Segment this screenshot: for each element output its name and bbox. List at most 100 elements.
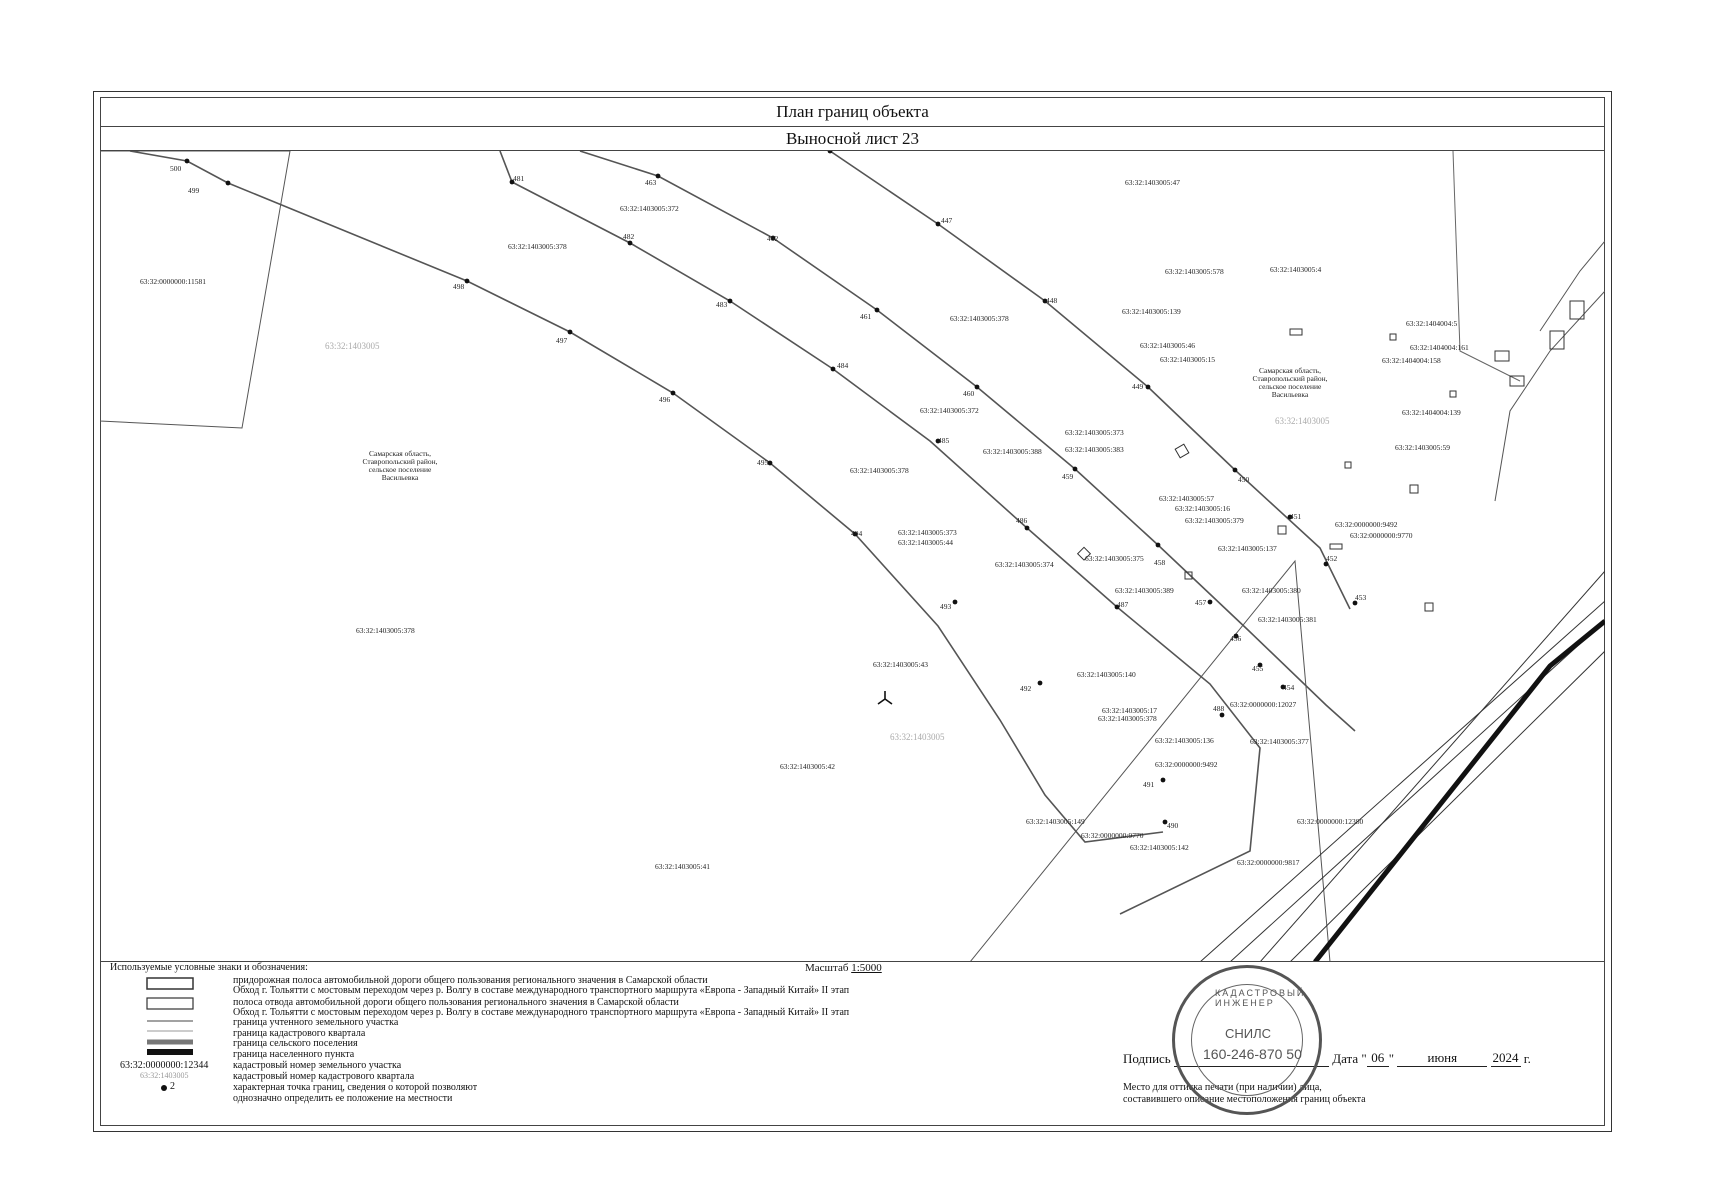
legend-sym-point xyxy=(161,1085,167,1091)
boundary-point-460 xyxy=(974,384,980,390)
building-15 xyxy=(1549,330,1565,350)
boundary-point-label: 481 xyxy=(513,174,525,183)
parcel-number-label: 63:32:1403005:381 xyxy=(1258,615,1317,624)
boundary-point-label: 452 xyxy=(1326,554,1338,563)
building-13 xyxy=(1509,375,1525,387)
parcel-number-label: 63:32:1403005:44 xyxy=(898,538,953,547)
boundary-curve-c xyxy=(579,151,1356,732)
parcel-number-label: 63:32:1403005:374 xyxy=(995,560,1054,569)
parcel-number-label: 63:32:1403005:372 xyxy=(620,204,679,213)
stamp-snils-number: 160-246-870 50 xyxy=(1203,1046,1302,1062)
boundary-point-label: 485 xyxy=(938,436,950,445)
boundary-point-label: 454 xyxy=(1283,683,1295,692)
parcel-number-label: 63:32:1403005:388 xyxy=(983,447,1042,456)
date-day: 06 xyxy=(1366,1050,1389,1067)
boundary-point-463 xyxy=(655,173,661,179)
stamp-inner-ring xyxy=(1191,984,1303,1096)
parcel-number-label: 63:32:1403005:46 xyxy=(1140,341,1195,350)
parcel-number-label: 63:32:1403005:42 xyxy=(780,762,835,771)
building-7 xyxy=(1277,525,1287,535)
legend-sample-quarter-number: 63:32:1403005 xyxy=(140,1071,189,1080)
boundary-point-label: 456 xyxy=(1230,634,1242,643)
scale-text: Масштаб xyxy=(805,962,849,974)
building-6 xyxy=(1076,546,1092,561)
legend-symbols xyxy=(146,977,194,1055)
scale-value: 1:5000 xyxy=(851,962,882,974)
boundary-point-493 xyxy=(952,599,958,605)
boundary-point-label: 455 xyxy=(1252,664,1264,673)
boundary-point-496 xyxy=(670,390,676,396)
plan-title: План границ объекта xyxy=(100,97,1605,127)
boundary-point-label: 449 xyxy=(1132,382,1144,391)
boundary-point-497 xyxy=(567,329,573,335)
parcel-number-label: 63:32:1403005:136 xyxy=(1155,736,1214,745)
boundary-point-451 xyxy=(1287,514,1293,520)
legend-item-12: однозначно определить ее положение на ме… xyxy=(233,1093,453,1104)
parcel-number-label: 63:32:1403005:378 xyxy=(1098,714,1157,723)
boundary-point-461 xyxy=(874,307,880,313)
legend-item-10: кадастровый номер кадастрового квартала xyxy=(233,1071,415,1082)
building-11 xyxy=(1449,390,1457,398)
quarter-number-label: 63:32:1403005 xyxy=(325,341,380,351)
boundary-point-label: 453 xyxy=(1355,593,1367,602)
legend-area: Используемые условные знаки и обозначени… xyxy=(100,962,1605,1126)
boundary-point-label: 488 xyxy=(1213,704,1225,713)
date-month: июня xyxy=(1397,1050,1488,1067)
boundary-point-447 xyxy=(935,221,941,227)
boundary-point-449 xyxy=(1145,384,1151,390)
boundary-point-481 xyxy=(509,179,515,185)
parcel-number-label: 63:32:1404004:5 xyxy=(1406,319,1458,328)
boundary-point-491 xyxy=(1160,777,1166,783)
map-canvas: 5004994814634464824624474984834614484974… xyxy=(100,151,1605,961)
quarter-boundary-lower xyxy=(970,559,1331,961)
legend-item-9: кадастровый номер земельного участка xyxy=(233,1060,402,1071)
boundary-point-label: 498 xyxy=(453,282,465,291)
parcel-number-label: 63:32:1403005:378 xyxy=(508,242,567,251)
boundary-point-label: 495 xyxy=(757,458,769,467)
building-2 xyxy=(1389,333,1397,341)
boundary-point-482 xyxy=(627,240,633,246)
building-4 xyxy=(1409,484,1419,494)
legend-item-6: граница кадастрового квартала xyxy=(233,1028,366,1039)
boundary-point-label: 493 xyxy=(940,602,952,611)
parcel-number-label: 63:32:0000000:11581 xyxy=(140,277,206,286)
road-strip-4 xyxy=(1290,650,1605,961)
road-strip-3 xyxy=(1260,570,1605,961)
legend-item-11: характерная точка границ, сведения о кот… xyxy=(233,1082,478,1093)
date-year: 2024 xyxy=(1490,1050,1521,1067)
parcel-number-label: 63:32:1403005:373 xyxy=(1065,428,1124,437)
parcel-number-label: 63:32:1404004:161 xyxy=(1410,343,1469,352)
boundary-curve-b xyxy=(499,151,1261,915)
map-area: 5004994814634464824624474984834614484974… xyxy=(100,151,1605,962)
boundary-point-label: 461 xyxy=(860,312,872,321)
settlement-label-right: Ставропольский район, xyxy=(1252,374,1327,383)
boundary-point-487 xyxy=(1114,604,1120,610)
boundary-point-455 xyxy=(1257,662,1263,668)
boundary-point-452 xyxy=(1323,561,1329,567)
settlement-label-right: Васильевка xyxy=(1272,390,1309,399)
parcel-number-label: 63:32:1403005:139 xyxy=(1122,307,1181,316)
parcel-number-label: 63:32:1403005:389 xyxy=(1115,586,1174,595)
boundary-point-459 xyxy=(1072,466,1078,472)
parcel-number-label: 63:32:1403005:59 xyxy=(1395,443,1450,452)
quarter-boundary-right xyxy=(1452,151,1521,382)
parcel-number-label: 63:32:1403005:377 xyxy=(1250,737,1309,746)
parcel-number-label: 63:32:0000000:9492 xyxy=(1335,520,1398,529)
parcel-number-label: 63:32:1403005:383 xyxy=(1065,445,1124,454)
parcel-number-label: 63:32:1403005:4 xyxy=(1270,265,1322,274)
parcel-number-label: 63:32:1403005:142 xyxy=(1130,843,1189,852)
scale-label: Масштаб 1:5000 xyxy=(805,962,882,974)
village-boundary-2 xyxy=(1539,240,1605,332)
boundary-point-label: 457 xyxy=(1195,598,1207,607)
boundary-point-label: 492 xyxy=(1020,684,1032,693)
boundary-point-label: 484 xyxy=(837,361,849,370)
boundary-point-484 xyxy=(830,366,836,372)
boundary-point-label: 463 xyxy=(645,178,657,187)
parcel-number-label: 63:32:1403005:375 xyxy=(1085,554,1144,563)
settlement-boundary xyxy=(1313,619,1605,961)
parcel-number-label: 63:32:1403005:578 xyxy=(1165,267,1224,276)
boundary-point-488 xyxy=(1219,712,1225,718)
boundary-point-label: 491 xyxy=(1143,780,1155,789)
parcel-number-label: 63:32:1403005:372 xyxy=(920,406,979,415)
boundary-point-453 xyxy=(1352,600,1358,606)
